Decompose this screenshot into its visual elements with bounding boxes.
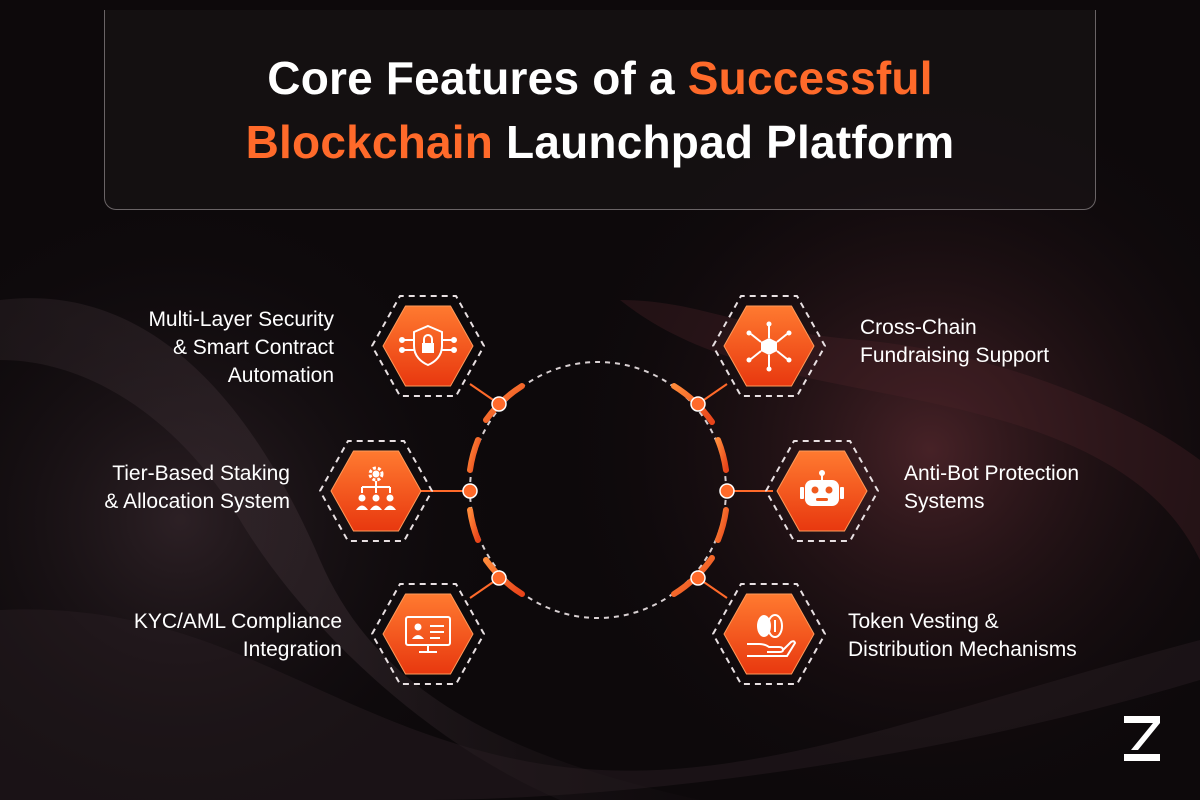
- label-vesting-line-1: Token Vesting &: [848, 610, 999, 633]
- label-security-line-3: Automation: [227, 364, 334, 387]
- shield-lock-icon: [399, 324, 457, 367]
- label-anti-bot-line-1: Anti-Bot Protection: [904, 462, 1080, 485]
- hexagon-security: [371, 295, 485, 397]
- title-box: Core Features of a Successful Blockchain…: [104, 10, 1096, 210]
- robot-icon: [800, 470, 844, 506]
- title-suffix: Launchpad Platform: [506, 115, 955, 168]
- label-staking-line-1: Tier-Based Staking: [112, 462, 290, 485]
- label-cross-chain-line-1: Cross-Chain: [860, 316, 977, 339]
- title-line-2: Blockchain Launchpad Platform: [246, 110, 955, 174]
- hand-coins-icon: [747, 614, 797, 657]
- label-vesting: Token Vesting & Distribution Mechanisms: [848, 608, 1138, 664]
- title-accent-blockchain: Blockchain: [245, 115, 494, 168]
- hexagon-vesting: [712, 583, 826, 685]
- hexagon-anti-bot: [765, 440, 879, 542]
- label-staking: Tier-Based Staking & Allocation System: [52, 460, 290, 516]
- network-cube-icon: [746, 321, 792, 372]
- hierarchy-gear-icon: [356, 466, 396, 510]
- label-kyc-line-1: KYC/AML Compliance: [133, 610, 342, 633]
- label-anti-bot: Anti-Bot Protection Systems: [904, 460, 1144, 516]
- label-security: Multi-Layer Security & Smart Contract Au…: [96, 306, 334, 390]
- monitor-id-card-icon: [405, 616, 451, 653]
- label-vesting-line-2: Distribution Mechanisms: [848, 638, 1077, 661]
- label-cross-chain: Cross-Chain Fundraising Support: [860, 314, 1100, 370]
- label-kyc: KYC/AML Compliance Integration: [84, 608, 342, 664]
- title-line-1: Core Features of a Successful: [267, 46, 932, 110]
- label-security-line-1: Multi-Layer Security: [148, 308, 334, 331]
- connector-dots: [462, 396, 735, 586]
- label-anti-bot-line-2: Systems: [904, 490, 985, 513]
- title-prefix: Core Features of a: [267, 51, 675, 104]
- label-cross-chain-line-2: Fundraising Support: [860, 344, 1050, 367]
- brand-logo-icon: [1124, 716, 1160, 761]
- hexagon-kyc: [371, 583, 485, 685]
- hexagon-cross-chain: [712, 295, 826, 397]
- ring-accent-arcs: [467, 383, 729, 597]
- label-staking-line-2: & Allocation System: [104, 490, 290, 513]
- title-accent-successful: Successful: [687, 51, 933, 104]
- label-security-line-2: & Smart Contract: [172, 336, 334, 359]
- label-kyc-line-2: Integration: [242, 638, 342, 661]
- hexagon-staking: [319, 440, 433, 542]
- center-ring: [469, 361, 727, 619]
